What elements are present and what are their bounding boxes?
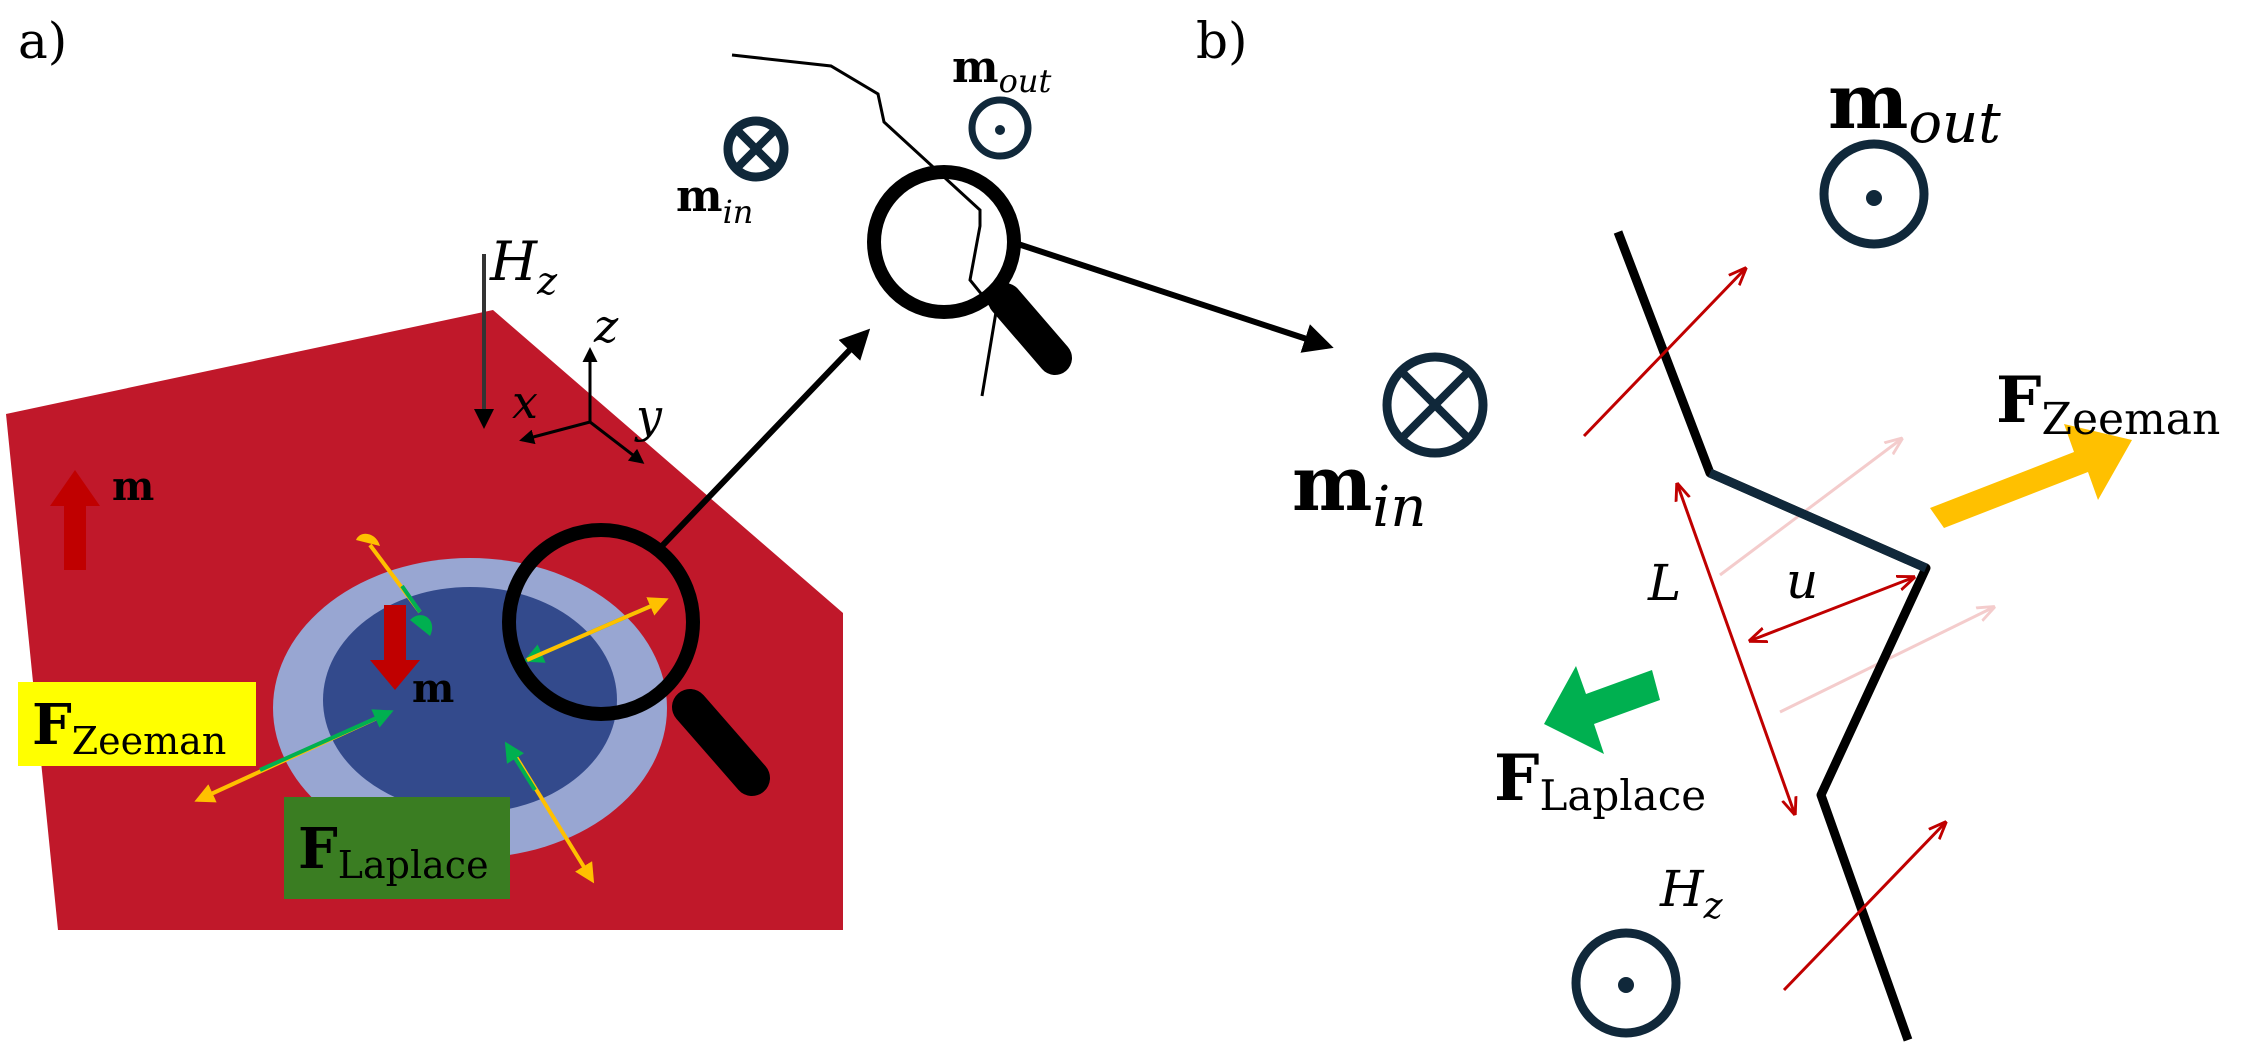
m-out-dot-circle-icon-b	[1819, 139, 1929, 249]
laplace-force-arrow-icon	[1544, 666, 1660, 754]
m-in-label-a: min	[676, 171, 753, 231]
zeeman-force-arrow-icon	[1930, 424, 2132, 528]
cross-wall-arrow-bottom	[1782, 824, 1944, 992]
zoom-arrow-b	[1017, 241, 1334, 353]
length-label: L	[1647, 554, 1681, 612]
laplace-label-a: FLaplace	[298, 816, 489, 887]
zeeman-label-a: FZeeman	[32, 692, 226, 763]
axis-z-label: z	[593, 299, 619, 353]
field-label-b: Hz	[1659, 860, 1724, 927]
film-magnetization-up-arrow-icon	[50, 470, 100, 570]
domain-magnetization-down-arrow-icon	[370, 605, 420, 690]
zoomed-wall-outline	[731, 53, 998, 397]
cross-wall-arrow-top	[1582, 270, 1744, 438]
field-label-a: Hz	[489, 230, 558, 303]
displacement-label: u	[1786, 552, 1818, 610]
axis-x-label: x	[512, 375, 538, 429]
domain-core	[323, 587, 617, 813]
faded-red-arrows	[1719, 440, 1992, 714]
wall-force-vectors	[194, 533, 669, 884]
domain-m-label: m	[412, 665, 454, 712]
length-arrow	[1678, 486, 1794, 812]
magnifier-icon-a	[502, 523, 770, 796]
field-dot-circle-icon-b	[1571, 928, 1681, 1038]
zoom-arrow-a	[659, 328, 871, 549]
laplace-label-b: FLaplace	[1494, 741, 1706, 820]
m-out-dot-circle-icon-a	[968, 96, 1032, 160]
m-out-label-a: mout	[952, 42, 1051, 100]
axis-y-label: y	[634, 389, 663, 443]
m-out-label-b: mout	[1828, 57, 2001, 156]
magnifier-icon-b	[867, 165, 1072, 375]
m-in-cross-circle-icon-a	[723, 116, 789, 182]
zeeman-label-box-a	[18, 682, 256, 766]
m-in-cross-circle-icon-b	[1382, 352, 1488, 458]
panel-b-label: b)	[1196, 12, 1248, 70]
displacement-arrow	[1752, 578, 1912, 640]
film-m-label: m	[112, 463, 154, 510]
m-in-label-b: min	[1292, 439, 1426, 540]
coordinate-axes	[519, 347, 645, 464]
zeeman-label-b: FZeeman	[1996, 363, 2220, 445]
laplace-label-box-a	[284, 797, 510, 899]
panel-a-label: a)	[18, 12, 67, 70]
